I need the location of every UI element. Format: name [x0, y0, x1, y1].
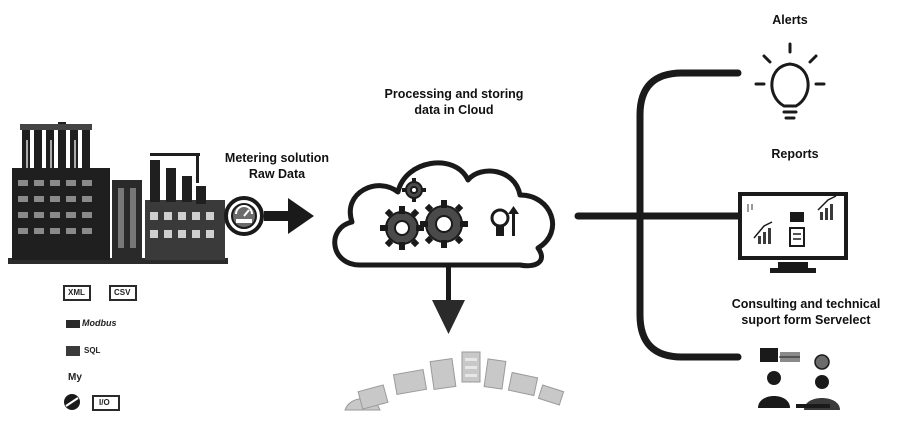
alerts-label: Alerts	[772, 13, 808, 27]
data-storage-illustration	[344, 351, 565, 411]
protocol-logos	[63, 285, 137, 411]
metering-label: Metering solution Raw Data	[204, 150, 350, 182]
sql-label: SQL	[84, 346, 101, 355]
consulting-label: Consulting and technical suport form Ser…	[708, 296, 904, 328]
factory-illustration	[8, 122, 228, 264]
metering-label-line2: Raw Data	[248, 167, 306, 181]
sql-badge	[66, 346, 80, 356]
consulting-label-line1: Consulting and technical	[731, 297, 881, 311]
csv-badge	[109, 285, 137, 301]
xml-badge	[63, 285, 91, 301]
cloud-label: Processing and storing data in Cloud	[364, 86, 544, 118]
distribution-bracket	[574, 69, 742, 361]
io-badge	[92, 395, 120, 411]
xml-label: XML	[68, 288, 85, 297]
reports-label: Reports	[771, 147, 819, 161]
cloud-label-line2: data in Cloud	[414, 103, 494, 117]
metering-label-line1: Metering solution	[224, 151, 330, 165]
meter-icon	[224, 196, 264, 236]
arrow-right-icon	[264, 198, 314, 234]
modbus-label: Modbus	[82, 318, 117, 328]
consulting-label-line2: suport form Servelect	[741, 313, 871, 327]
reports-monitor-icon	[738, 192, 848, 273]
consulting-people-icon	[758, 348, 840, 410]
mysql-label: My	[68, 372, 82, 383]
insight-bulb-icon	[490, 206, 519, 236]
csv-label: CSV	[114, 288, 131, 297]
cloud-label-line1: Processing and storing	[384, 87, 524, 101]
arrow-down-icon	[432, 266, 465, 334]
io-label: I/O	[99, 398, 110, 407]
gears-icon	[380, 178, 468, 250]
lightbulb-icon	[754, 42, 826, 120]
